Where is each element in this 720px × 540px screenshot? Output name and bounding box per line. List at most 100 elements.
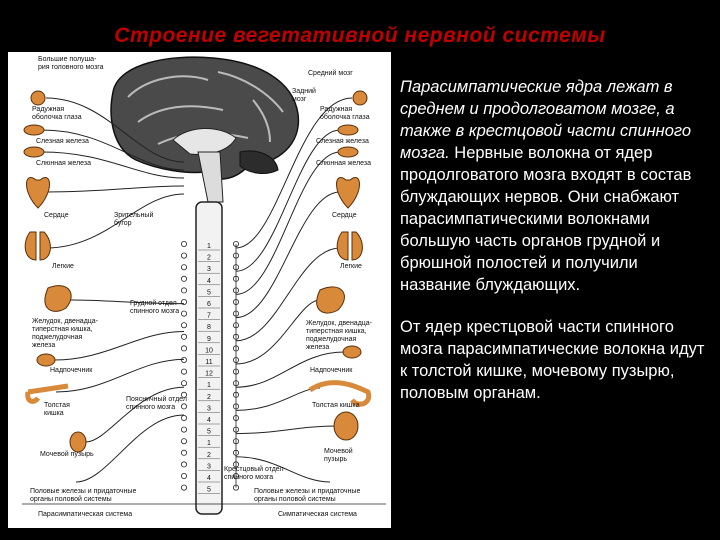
ganglion-node [180, 333, 187, 340]
brain-illustration [110, 56, 300, 203]
ganglion-node [180, 310, 187, 317]
vertebra-number: 7 [207, 313, 211, 320]
sympathetic-fiber [235, 129, 341, 272]
ganglion-node [180, 472, 187, 479]
ganglion-node [180, 414, 187, 421]
sympathetic-fiber [235, 151, 341, 295]
ganglion-node [180, 438, 187, 445]
parasympathetic-fiber [45, 97, 185, 163]
vertebra-number: 4 [207, 475, 211, 482]
parasympathetic-fiber [53, 331, 185, 361]
ganglion-node [180, 484, 187, 491]
ganglion-node [180, 252, 187, 259]
vertebra-number: 2 [207, 394, 211, 401]
label-colon-left: Толстая кишка [44, 402, 70, 417]
label-iris-right: Радужная оболочка глаза [320, 106, 370, 121]
label-sacral-segment: Крестцовый отдел спинного мозга [224, 466, 284, 481]
label-midbrain: Средний мозг [308, 70, 353, 77]
label-brain-hemispheres: Большие полуша- рия головного мозга [38, 56, 104, 71]
label-salivary-left: Слюнная железа [36, 160, 92, 167]
sympathetic-fiber [235, 299, 321, 365]
paragraph-1: Парасимпатические ядра лежат в среднем и… [400, 76, 712, 296]
vertebra-number: 3 [207, 463, 211, 470]
ganglion-node [180, 287, 187, 294]
vertebra-number: 5 [207, 487, 211, 494]
label-lacrimal-right: Слезная железа [316, 138, 369, 145]
paragraph-1-italic: Парасимпатические ядра лежат в среднем и… [400, 78, 692, 162]
label-gonads-right: Половые железы и придаточные органы поло… [254, 488, 361, 503]
label-adrenal-right: Надпочечник [310, 367, 353, 374]
slide-title: Строение вегетативной нервной системы [114, 24, 606, 47]
label-parasympathetic-system: Парасимпатическая система [38, 511, 133, 518]
label-gonads-left: Половые железы и придаточные органы поло… [30, 488, 137, 503]
iris-left-organ [30, 90, 46, 106]
ganglion-node [180, 426, 187, 433]
sympathetic-fiber [235, 456, 331, 483]
lungs-right-organ [336, 231, 363, 261]
label-heart-left: Сердце [44, 212, 69, 219]
label-bladder-right: Мочевой пузырь [324, 448, 353, 463]
ganglion-node [180, 322, 187, 329]
parasympathetic-fiber [45, 185, 185, 193]
label-lungs-right: Легкие [340, 263, 362, 270]
sympathetic-fiber [235, 351, 345, 388]
bladder-left-organ [69, 431, 87, 453]
lacrimal-left-organ [23, 124, 45, 136]
lungs-left-organ [24, 231, 51, 261]
sympathetic-fiber [235, 191, 341, 319]
vertebra-number: 4 [207, 417, 211, 424]
sympathetic-fiber [235, 387, 321, 411]
label-adrenal-left: Надпочечник [50, 367, 93, 374]
vertebra-number: 3 [207, 266, 211, 273]
adrenal-right-organ [342, 345, 362, 359]
organ-illustrations [23, 90, 372, 453]
parasympathetic-fiber [41, 151, 185, 179]
ganglion-node [180, 461, 187, 468]
label-stomach-left: Желудок, двенадца- типерстная кишка, под… [32, 318, 99, 349]
label-colon-right: Толстая кишка [312, 402, 360, 409]
ganglion-node [180, 449, 187, 456]
lacrimal-right-organ [337, 124, 359, 136]
label-sympathetic-system: Симпатическая система [278, 511, 357, 518]
sympathetic-fiber [235, 97, 353, 249]
parasympathetic-fiber [85, 386, 185, 443]
ganglion-node [180, 356, 187, 363]
parasympathetic-fiber [70, 299, 185, 305]
vertebra-number: 8 [207, 324, 211, 331]
ganglion-node [180, 264, 187, 271]
sympathetic-fiber [235, 247, 341, 342]
ganglion-node [180, 403, 187, 410]
adrenal-left-organ [36, 353, 56, 367]
paragraph-1-normal: Нервные волокна от ядер продолговатого м… [400, 144, 692, 294]
label-heart-right: Сердце [332, 212, 357, 219]
colon-right-organ [308, 380, 372, 407]
ganglion-node [180, 345, 187, 352]
vertebra-number: 2 [207, 452, 211, 459]
ganglion-node [180, 391, 187, 398]
vertebra-number: 5 [207, 289, 211, 296]
stomach-left-organ [44, 285, 72, 312]
vertebra-number: 9 [207, 336, 211, 343]
vertebra-number: 6 [207, 301, 211, 308]
label-thoracic-segment: Грудной отдел спинного мозга [130, 300, 180, 315]
parasympathetic-fiber [45, 193, 185, 249]
ganglion-node [180, 380, 187, 387]
heart-left-organ [26, 177, 50, 209]
ganglion-chains [180, 240, 239, 491]
vertebra-number: 4 [207, 278, 211, 285]
parasympathetic-fiber [75, 414, 185, 483]
label-lumbar-segment: Поясничный отдел спинного мозга [126, 396, 187, 411]
label-lungs-left: Легкие [52, 263, 74, 270]
label-optic-thalamus: Зрительный бугор [114, 212, 154, 227]
vertebra-number: 3 [207, 405, 211, 412]
body-text: Парасимпатические ядра лежат в среднем и… [400, 76, 712, 424]
bladder-right-organ [333, 411, 359, 441]
ganglion-node [180, 275, 187, 282]
colon-left-organ [25, 383, 69, 404]
label-bladder-left: Мочевой пузырь [40, 451, 94, 458]
vertebra-number: 11 [205, 359, 212, 366]
heart-right-organ [336, 177, 360, 209]
